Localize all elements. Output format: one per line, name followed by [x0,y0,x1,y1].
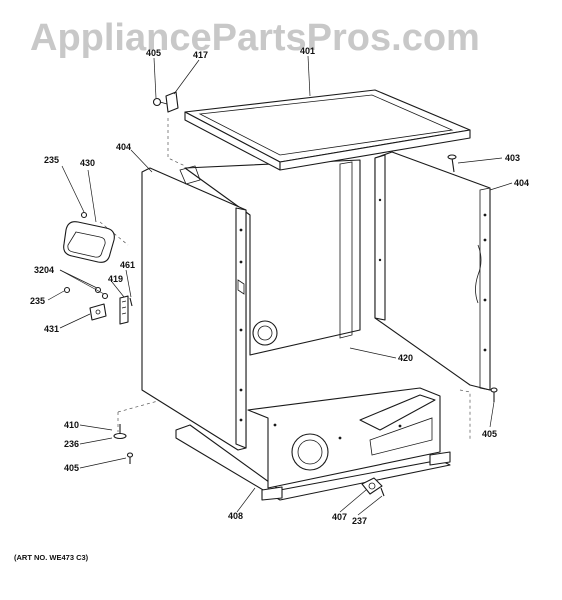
callout-403: 403 [505,153,520,163]
cabinet-base-frame [175,424,451,501]
callout-3204: 3204 [34,265,54,275]
callout-labels: 405 417 401 404 403 404 235 430 3204 461… [30,46,529,526]
callout-420: 420 [398,353,413,363]
cabinet-top-cover [184,89,471,171]
callout-431: 431 [44,324,59,334]
latch-parts [63,286,133,325]
callout-461: 461 [120,260,135,270]
leader-lines [47,55,513,516]
callout-235-top: 235 [44,155,59,165]
screw-403 [447,154,457,173]
top-hinge-parts [152,91,179,113]
bracket-430 [63,221,115,263]
cabinet-left-side-panel [141,165,247,451]
watermark-text: AppliancePartsPros.com [30,17,480,59]
callout-237: 237 [352,516,367,526]
callout-236: 236 [64,439,79,449]
callout-410: 410 [64,420,79,430]
leveling-leg-parts [113,424,134,464]
callout-407: 407 [332,512,347,522]
callout-404-left: 404 [116,142,131,152]
callout-405-right: 405 [482,429,497,439]
foot-parts [361,477,385,497]
callout-235-mid: 235 [30,296,45,306]
callout-430: 430 [80,158,95,168]
callout-401: 401 [300,46,315,56]
callout-404-right: 404 [514,178,529,188]
cabinet-lower-front-panel [247,387,441,489]
screw-405-right [490,387,498,402]
callout-419: 419 [108,274,123,284]
callout-417: 417 [193,50,208,60]
callout-408: 408 [228,511,243,521]
callout-405-top: 405 [146,48,161,58]
screw-235-top [80,211,88,219]
art-number: (ART NO. WE473 C3) [14,553,89,562]
cabinet-right-side-panel [374,151,491,391]
callout-405-bottom: 405 [64,463,79,473]
